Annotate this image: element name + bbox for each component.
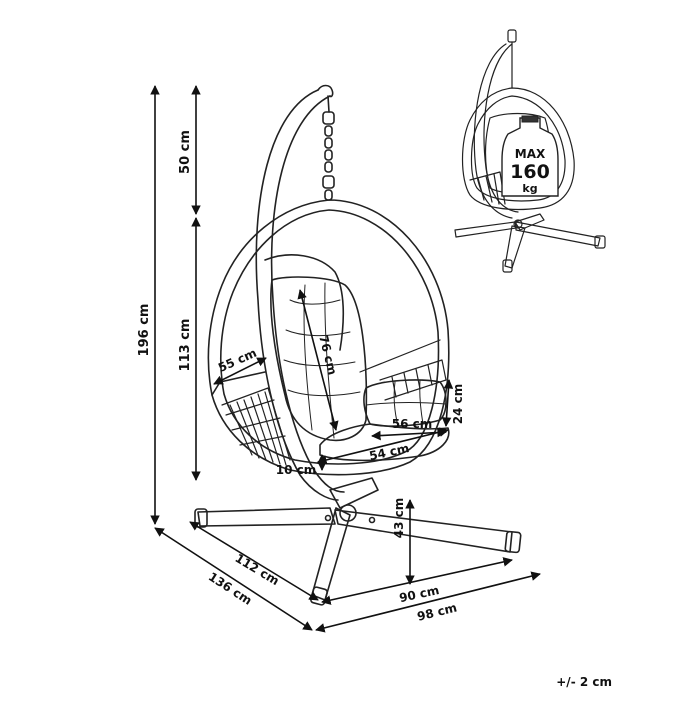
dimension-lines <box>150 85 541 633</box>
label-seat-thickness: 10 cm <box>276 463 317 477</box>
label-backrest-height: 76 cm <box>316 334 339 377</box>
max-load-line2: 160 <box>510 161 550 183</box>
label-total-height: 196 cm <box>137 304 152 357</box>
inset-chair-drawing <box>454 29 606 273</box>
label-armrest-height: 24 cm <box>451 384 465 425</box>
label-seat-depth-side: 55 cm <box>216 346 259 375</box>
basket-frame <box>207 199 450 476</box>
stand-arch <box>255 84 345 501</box>
label-chain-height: 50 cm <box>178 130 193 174</box>
tolerance-note: +/- 2 cm <box>556 675 612 689</box>
back-cushion <box>270 276 368 442</box>
label-basket-height: 113 cm <box>178 319 193 372</box>
stand-base <box>194 477 522 606</box>
max-load-line1: MAX <box>515 147 546 161</box>
label-cushion-width: 56 cm <box>392 417 433 431</box>
label-seat-ground-height: 43 cm <box>392 498 406 539</box>
max-load-line3: kg <box>522 182 537 195</box>
weight-icon <box>501 117 559 197</box>
label-stand-width: 90 cm <box>398 583 441 605</box>
hanging-chain <box>322 95 335 201</box>
dimension-labels: 196 cm 50 cm 113 cm 55 cm 76 cm 56 cm 24… <box>137 130 465 624</box>
max-load-badge: MAX 160 kg <box>501 115 559 197</box>
